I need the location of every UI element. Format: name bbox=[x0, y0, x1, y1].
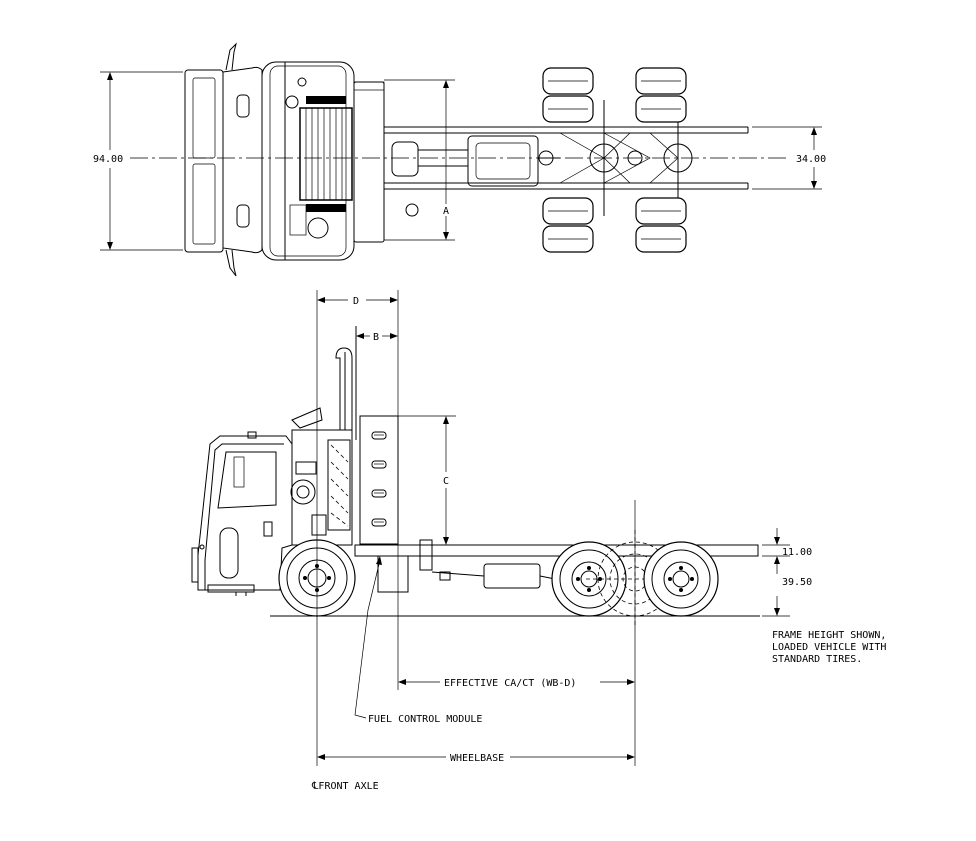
transmission bbox=[391, 141, 419, 177]
dim-d-label: D bbox=[353, 296, 359, 307]
note-line-1: FRAME HEIGHT SHOWN, bbox=[772, 630, 886, 641]
dim-wheelbase: WHEELBASE bbox=[317, 753, 635, 764]
cab-step bbox=[207, 584, 255, 593]
cab-window bbox=[217, 451, 277, 509]
dim-b: B bbox=[356, 332, 398, 343]
exhaust-stack bbox=[335, 347, 353, 431]
engine-side bbox=[291, 429, 353, 546]
dim-effective-ca: EFFECTIVE CA/CT (WB-D) bbox=[398, 678, 635, 689]
dim-b-label: B bbox=[373, 332, 379, 343]
dim-11-label: 11.00 bbox=[782, 547, 812, 558]
fuel-module-callout: FUEL CONTROL MODULE bbox=[354, 556, 482, 725]
dim-frame-heights: 11.00 39.50 bbox=[762, 528, 812, 617]
fuel-tank-top bbox=[467, 135, 539, 187]
frame-height-note: FRAME HEIGHT SHOWN, LOADED VEHICLE WITH … bbox=[772, 630, 886, 665]
mirror-bottom bbox=[225, 249, 237, 277]
note-line-3: STANDARD TIRES. bbox=[772, 654, 862, 665]
cab-side bbox=[197, 435, 293, 591]
top-view: 94.00 A 34.00 bbox=[93, 42, 826, 277]
wheelbase-label: WHEELBASE bbox=[450, 753, 504, 764]
cab-door-window bbox=[219, 527, 239, 579]
dim-39-label: 39.50 bbox=[782, 577, 812, 588]
rear-box bbox=[353, 81, 385, 243]
front-axle-label: ℄FRONT AXLE bbox=[311, 781, 379, 792]
dim-94-label: 94.00 bbox=[93, 154, 123, 165]
side-view: D B C 11 bbox=[191, 290, 886, 792]
dim-34-label: 34.00 bbox=[796, 154, 826, 165]
dim-c: C bbox=[398, 415, 456, 545]
fuel-module-label: FUEL CONTROL MODULE bbox=[368, 714, 482, 725]
dim-d: D bbox=[317, 296, 398, 307]
cab-roof bbox=[222, 66, 263, 254]
dim-a: A bbox=[384, 79, 455, 241]
dim-a-label: A bbox=[443, 206, 449, 217]
hood-vent bbox=[291, 407, 323, 429]
dim-overall-width: 94.00 bbox=[93, 71, 183, 251]
dim-frame-width: 34.00 bbox=[752, 126, 826, 190]
frame-rail-side bbox=[354, 544, 759, 557]
cab-front bbox=[184, 69, 224, 253]
mirror-top bbox=[225, 42, 237, 71]
dim-c-label: C bbox=[443, 476, 449, 487]
radiator bbox=[299, 107, 353, 201]
note-line-2: LOADED VEHICLE WITH bbox=[772, 642, 886, 653]
fuel-tank-side bbox=[483, 563, 541, 589]
rear-wheel-2 bbox=[643, 541, 719, 617]
effective-ca-label: EFFECTIVE CA/CT (WB-D) bbox=[444, 678, 576, 689]
fuel-control-module bbox=[377, 555, 409, 593]
